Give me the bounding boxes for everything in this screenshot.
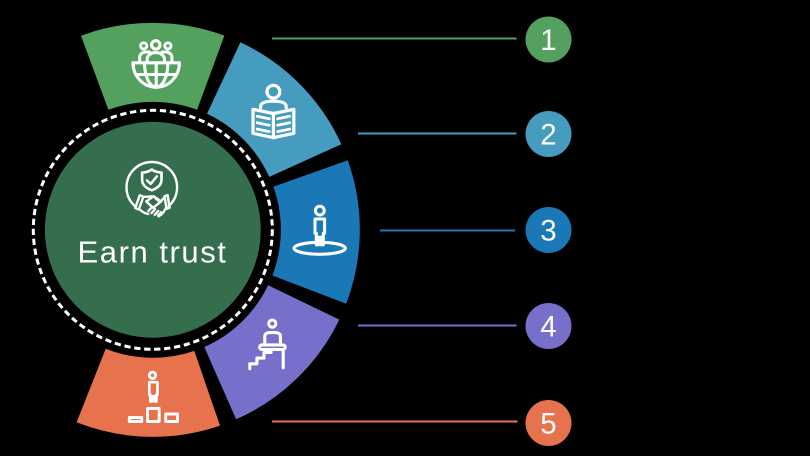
svg-text:5: 5 — [540, 408, 556, 441]
svg-text:Earn trust: Earn trust — [78, 235, 228, 270]
svg-text:2: 2 — [540, 119, 556, 152]
svg-text:3: 3 — [540, 215, 556, 248]
svg-text:4: 4 — [540, 311, 556, 344]
svg-text:1: 1 — [540, 24, 556, 57]
